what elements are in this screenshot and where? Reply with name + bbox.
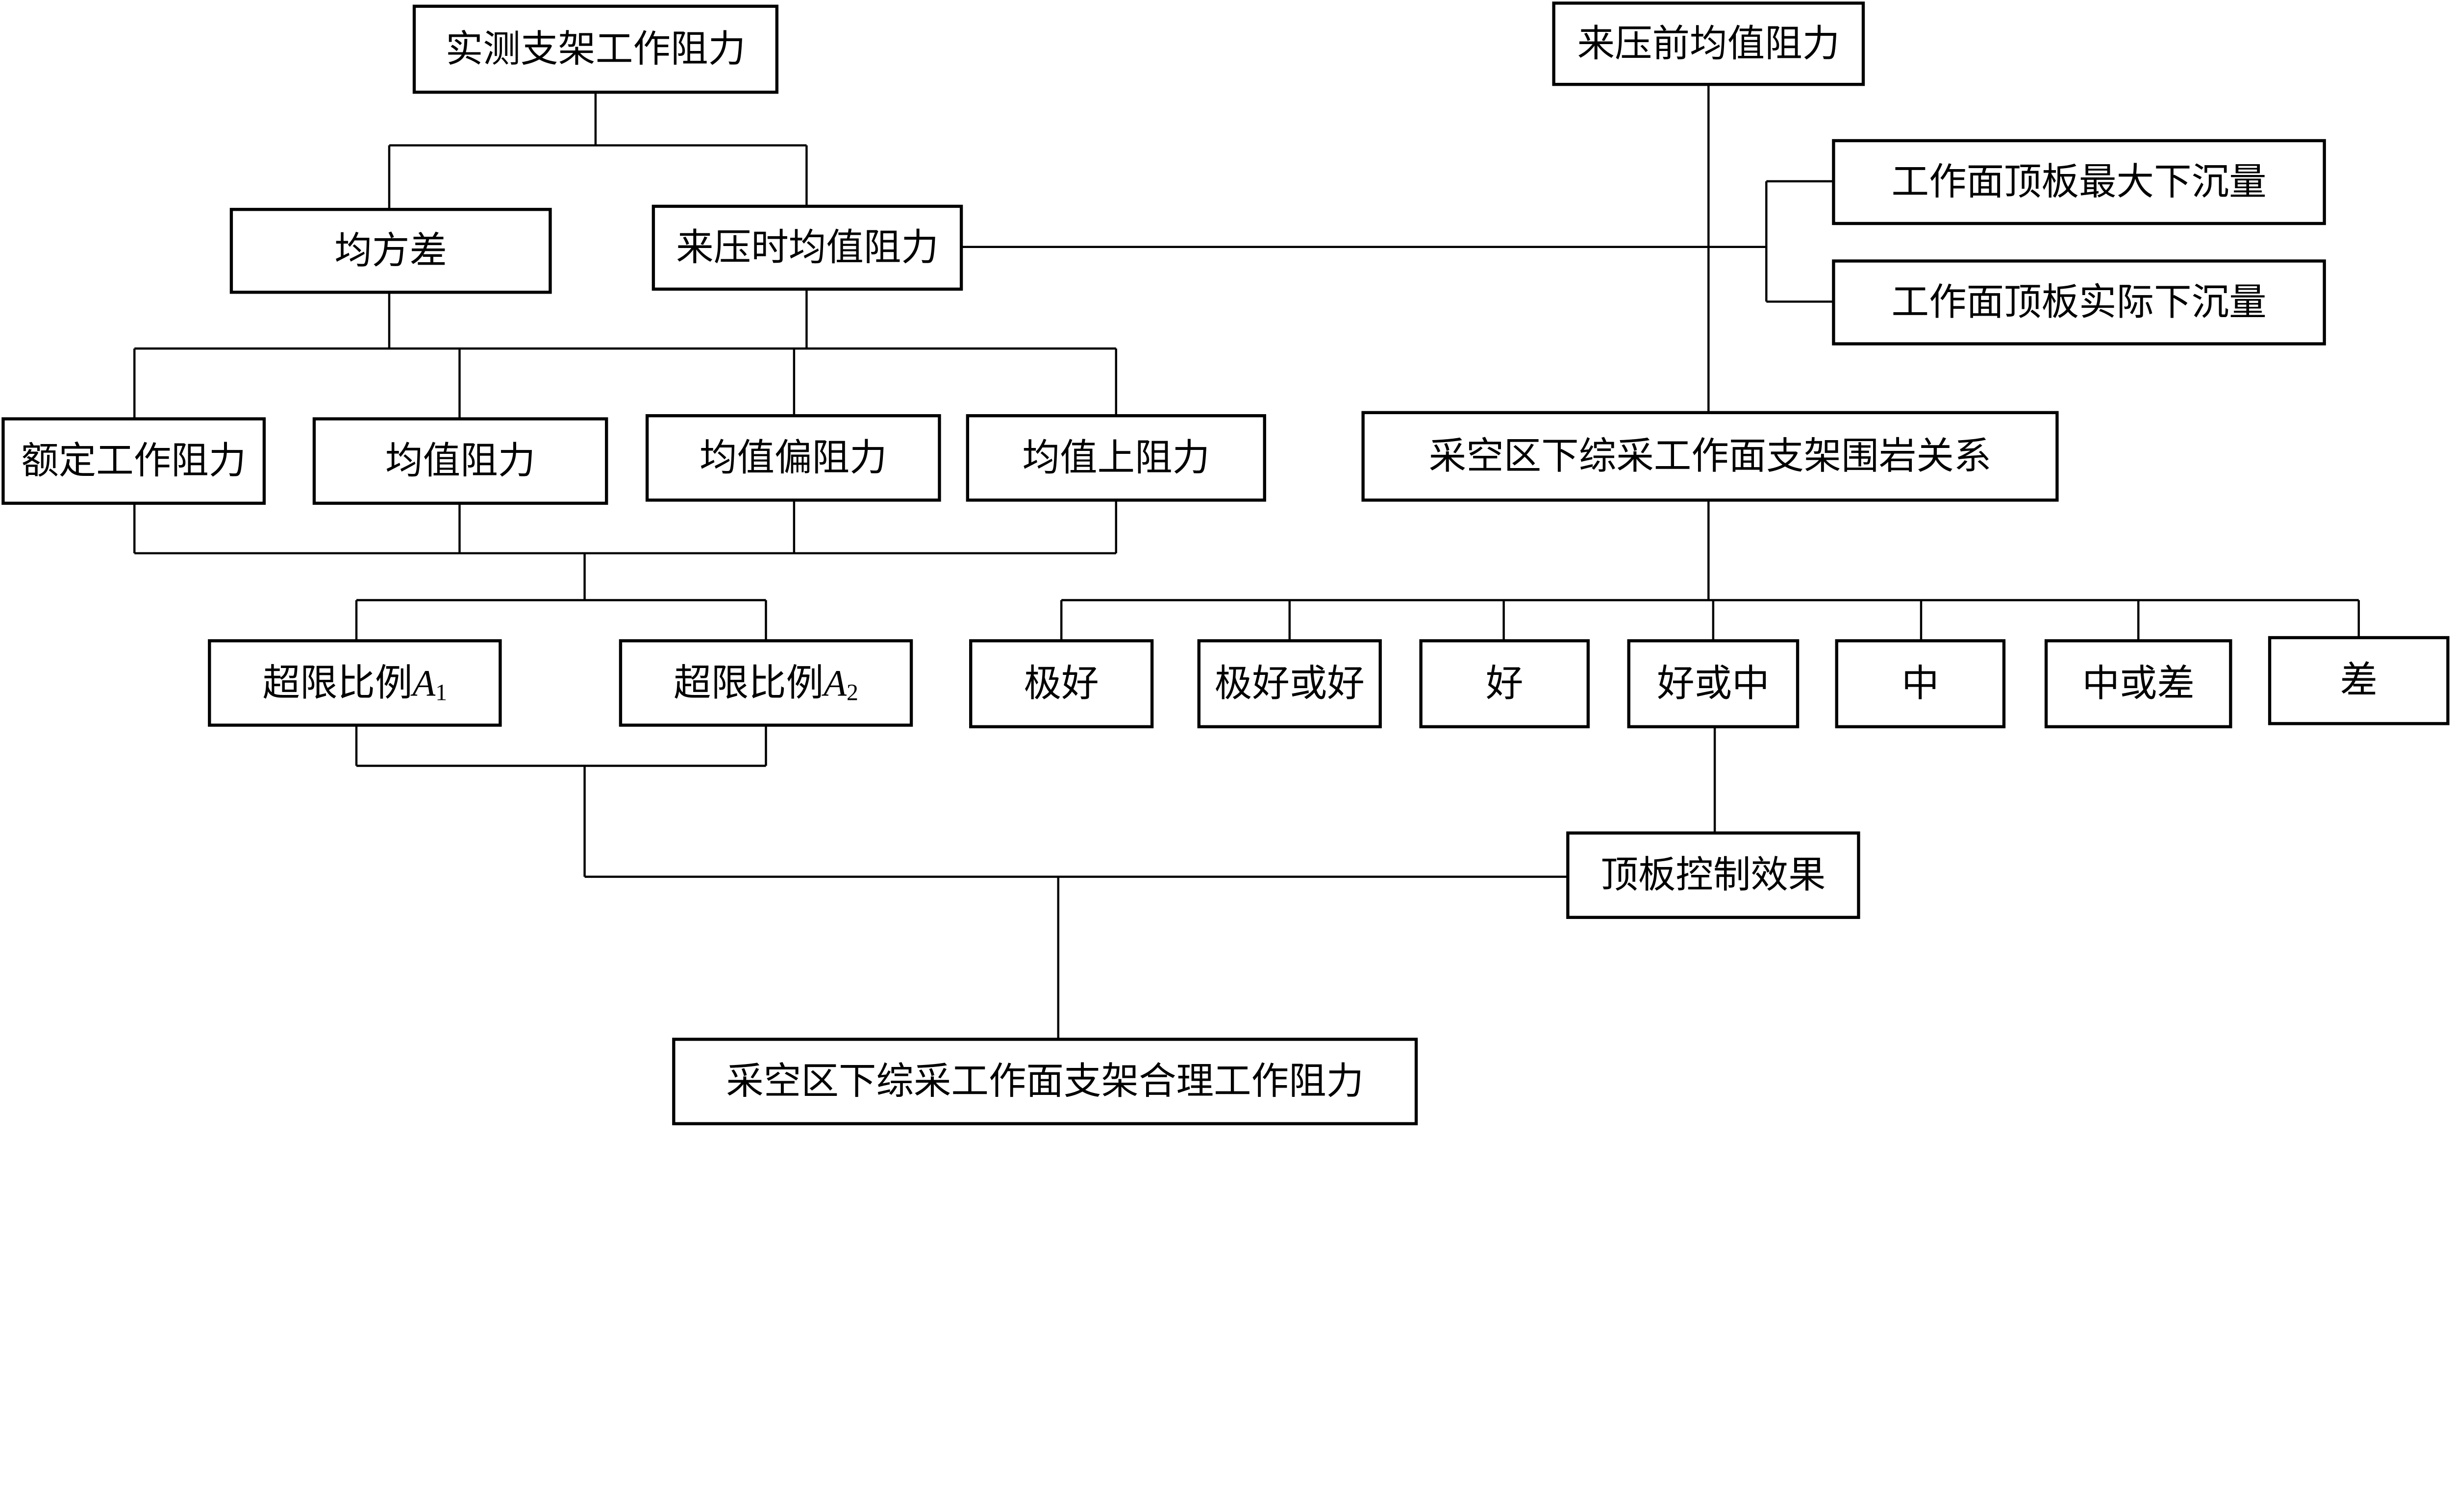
node-label: 来压前均值阻力 (1577, 23, 1840, 65)
node-label: 均方差 (334, 230, 447, 272)
node-actual-subsidence: 工作面顶板实际下沉量 (1832, 259, 2326, 346)
node-label: 中 (1901, 663, 1939, 705)
node-box (1832, 139, 2326, 225)
node-std-dev: 均方差 (229, 208, 552, 294)
node-label: 中或差 (2082, 663, 2195, 705)
node-box (1552, 1, 1865, 86)
node-medium: 中 (1835, 639, 2006, 728)
node-good-or-medium: 好或中 (1627, 639, 1800, 728)
node-label: 额定工作阻力 (21, 440, 246, 482)
node-box (651, 204, 963, 291)
node-medium-or-poor: 中或差 (2044, 639, 2232, 728)
node-mean: 均值阻力 (312, 417, 608, 505)
node-box (1419, 639, 1590, 728)
node-box (208, 639, 502, 727)
node-label: 工作面顶板最大下沉量 (1891, 161, 2266, 203)
node-label: 好或中 (1657, 663, 1770, 705)
node-mean-bias: 均值偏阻力 (645, 414, 941, 502)
node-label: 超限比例A2 (674, 662, 858, 705)
node-poor: 差 (2268, 636, 2450, 725)
node-label: 实测支架工作阻力 (446, 28, 746, 70)
node-excellent-or-good: 极好或好 (1197, 639, 1382, 728)
node-label: 来压时均值阻力 (676, 227, 939, 269)
diagram-container: 实测支架工作阻力 来压前均值阻力均方差 来压时均值阻力 工作面顶板最大下沉量工作面顶板… (1, 1, 2450, 1125)
node-max-subsidence: 工作面顶板最大下沉量 (1832, 139, 2326, 225)
node-label: 均值阻力 (385, 440, 535, 482)
node-label: 采空区下综采工作面支架围岩关系 (1429, 436, 1992, 477)
node-pre-pressure-mean: 来压前均值阻力 (1552, 1, 1865, 86)
node-label: 极好 (1024, 663, 1099, 705)
node-box (672, 1038, 1418, 1125)
node-excellent: 极好 (969, 639, 1154, 728)
node-label: 好 (1486, 663, 1524, 705)
node-label: 顶板控制效果 (1601, 854, 1826, 896)
node-a1: 超限比例A1 (208, 639, 502, 727)
node-label: 均值上阻力 (1022, 437, 1210, 479)
node-label: 工作面顶板实际下沉量 (1891, 282, 2266, 323)
node-box (412, 4, 779, 94)
node-measured: 实测支架工作阻力 (412, 4, 779, 94)
node-box (969, 639, 1154, 728)
node-roof-control: 顶板控制效果 (1566, 831, 1860, 919)
node-box (2268, 636, 2450, 725)
node-good: 好 (1419, 639, 1590, 728)
node-box (312, 417, 608, 505)
node-label: 采空区下综采工作面支架合理工作阻力 (726, 1061, 1364, 1102)
node-box (1835, 639, 2006, 728)
node-box (1566, 831, 1860, 919)
node-reasonable: 采空区下综采工作面支架合理工作阻力 (672, 1038, 1418, 1125)
node-box (645, 414, 941, 502)
node-mean-upper: 均值上阻力 (966, 414, 1266, 502)
node-label: 均值偏阻力 (700, 437, 887, 479)
node-rated: 额定工作阻力 (1, 417, 266, 505)
node-label: 差 (2340, 660, 2378, 701)
node-label: 极好或好 (1215, 663, 1365, 705)
node-box (229, 208, 552, 294)
connector-lines (133, 84, 2360, 1040)
node-a2: 超限比例A2 (619, 639, 913, 727)
node-box (966, 414, 1266, 502)
node-box (1832, 259, 2326, 346)
node-pressure-mean: 来压时均值阻力 (651, 204, 963, 291)
node-box (1, 417, 266, 505)
node-label: 超限比例A1 (262, 662, 447, 705)
node-box (619, 639, 913, 727)
node-box (2044, 639, 2232, 728)
node-box (1197, 639, 1382, 728)
node-box (1361, 411, 2059, 502)
node-relation: 采空区下综采工作面支架围岩关系 (1361, 411, 2059, 502)
node-box (1627, 639, 1800, 728)
